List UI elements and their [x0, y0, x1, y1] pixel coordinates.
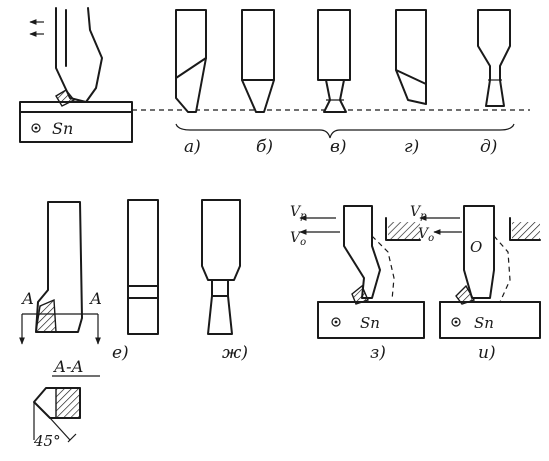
label-i: и) — [478, 343, 496, 363]
assembly-i: Vр Vо О Sп и) — [410, 204, 541, 363]
section-mark-right: А — [89, 289, 102, 308]
group-brace — [175, 123, 515, 139]
velocity-o-i: Vо — [418, 226, 434, 244]
label-z: з) — [370, 343, 386, 363]
tool-g: г) — [395, 9, 427, 157]
section-mark-left: А — [21, 289, 34, 308]
angle-label: 45° — [33, 432, 61, 450]
label-v: в) — [330, 137, 347, 157]
velocity-o-z: Vо — [290, 230, 306, 248]
tool-d: д) — [477, 9, 511, 157]
label-zh: ж) — [222, 343, 248, 363]
tool-b: б) — [241, 9, 275, 157]
assembly-z: Vр Vо Sп з) — [290, 204, 425, 363]
workpiece-block — [19, 101, 133, 143]
tool-v: в) — [317, 9, 351, 157]
label-d: д) — [480, 137, 497, 157]
center-o-label: О — [470, 238, 482, 256]
tool-e-side: А А — [19, 201, 102, 345]
label-e: е) — [112, 343, 129, 363]
section-title: А-А — [53, 357, 84, 376]
work-center-marker — [31, 123, 41, 133]
section-aa: А-А 45° — [33, 357, 100, 450]
tool-e-front: е) — [112, 199, 159, 363]
tool-a: а) — [175, 9, 207, 157]
tool-zh: ж) — [201, 199, 248, 363]
feed-label-i: Sп — [474, 314, 494, 332]
main-tool-shank — [55, 7, 103, 103]
main-tool-insert — [55, 89, 76, 107]
label-a: а) — [184, 137, 201, 157]
velocity-p-i: Vр — [410, 204, 427, 222]
main-tool-assembly: Sп — [19, 7, 133, 143]
velocity-p-z: Vр — [290, 204, 307, 222]
label-b: б) — [256, 137, 273, 157]
feed-label-z: Sп — [360, 314, 380, 332]
label-g: г) — [404, 137, 419, 157]
feed-label-main: Sп — [52, 119, 73, 138]
